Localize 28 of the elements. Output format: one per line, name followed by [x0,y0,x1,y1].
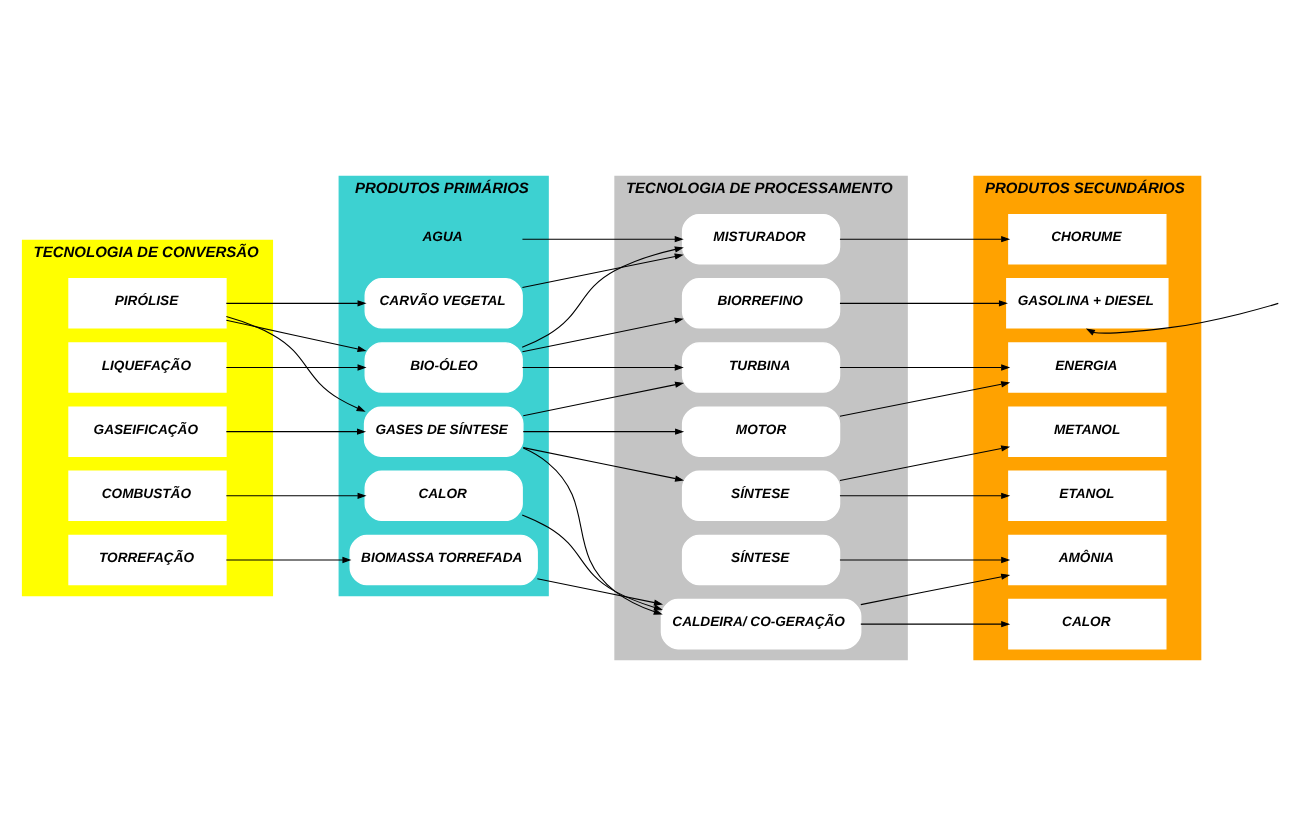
arrow [522,380,685,416]
arrow [225,314,366,411]
arrow [860,619,1011,627]
arrow [839,363,1011,370]
arrow [521,363,684,370]
arrow [1085,301,1279,335]
arrow [839,235,1011,242]
arrow [522,446,685,481]
arrow [521,235,684,242]
arrow [521,513,663,610]
arrow [522,446,663,614]
arrow [225,427,367,434]
arrow [521,316,684,352]
arrow [839,380,1011,416]
arrow [860,572,1011,605]
arrow [225,318,367,352]
arrow [225,555,352,563]
arrow [839,555,1011,563]
arrow [521,252,684,288]
arrow [225,363,367,370]
arrow [521,245,684,347]
arrow [225,299,367,306]
arrow [839,299,1008,306]
arrow [225,491,367,498]
arrow [839,491,1011,498]
arrow [536,577,663,605]
arrow [522,427,685,434]
arrow [839,444,1011,480]
